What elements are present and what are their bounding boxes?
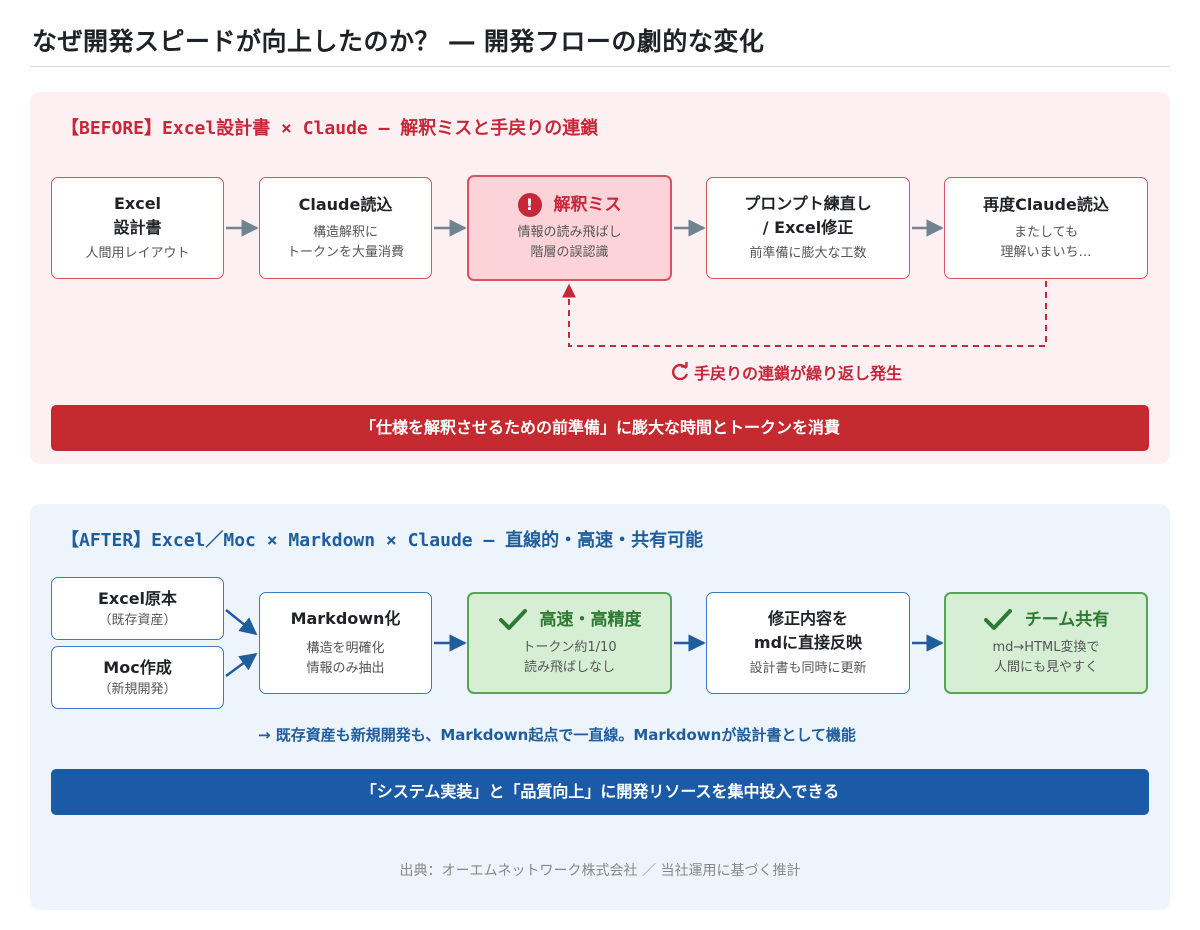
before-step-sub-line: 階層の誤認識 <box>530 245 609 260</box>
before-step-sub-line: またしても <box>1014 225 1078 240</box>
before-banner: 「仕様を解釈させるための前準備」に膨大な時間とトークンを消費 <box>51 405 1149 451</box>
after-step-sub: md→HTML変換で人間にも見やすく <box>993 638 1100 678</box>
before-step-misinterpretation: ! 解釈ミス 情報の読み飛ばし階層の誤認識 <box>467 175 672 281</box>
before-step-sub: 情報の読み飛ばし階層の誤認識 <box>517 223 621 263</box>
loop-label: 手戻りの連鎖が繰り返し発生 <box>670 360 902 384</box>
after-step-sub-line: md→HTML変換で <box>992 640 1100 655</box>
after-step-team-share: チーム共有 md→HTML変換で人間にも見やすく <box>944 592 1148 694</box>
before-connectors <box>226 219 1047 347</box>
after-step-sub-line: 構造を明確化 <box>306 641 385 656</box>
merge-arrow <box>225 609 258 636</box>
before-step-title: 解釈ミス <box>553 195 622 215</box>
after-source-sub: （新規開発） <box>98 681 177 697</box>
before-step-sub: 前準備に膨大な工数 <box>749 246 867 261</box>
before-step-sub: 人間用レイアウト <box>85 246 190 261</box>
after-source-moc: Moc作成 （新規開発） <box>51 646 224 709</box>
after-note: → 既存資産も新規開発も、Markdown起点で一直線。Markdownが設計書… <box>258 726 856 744</box>
loop-label-text: 手戻りの連鎖が繰り返し発生 <box>694 364 903 383</box>
before-step-sub-line: 情報の読み飛ばし <box>517 225 622 240</box>
before-step-sub: またしても理解いまいち… <box>1000 223 1091 263</box>
merge-arrow <box>225 652 258 678</box>
check-icon <box>983 609 1012 630</box>
after-step-sub: 設計書も同時に更新 <box>749 661 867 676</box>
before-step-claude-read: Claude読込 構造解釈にトークンを大量消費 <box>259 177 432 279</box>
after-step-title: mdに直接反映 <box>753 633 863 652</box>
before-step-title: 再度Claude読込 <box>983 195 1109 214</box>
title-divider <box>30 66 1170 67</box>
after-step-sub-line: 情報のみ抽出 <box>306 661 385 676</box>
after-step-sub: トークン約1/10 読み飛ばしなし <box>522 638 616 678</box>
after-step-direct-edit: 修正内容を mdに直接反映 設計書も同時に更新 <box>706 592 910 694</box>
after-heading: 【AFTER】Excel／Moc × Markdown × Claude ― 直… <box>61 530 704 551</box>
after-step-title: 修正内容を <box>767 609 848 628</box>
after-step-sub: 構造を明確化情報のみ抽出 <box>306 639 384 679</box>
after-source-title: Excel原本 <box>97 588 178 608</box>
after-step-markdown: Markdown化 構造を明確化情報のみ抽出 <box>259 592 432 694</box>
before-step-title: / Excel修正 <box>762 218 854 237</box>
after-step-title: 高速・高精度 <box>539 610 642 630</box>
before-step-excel: Excel 設計書 人間用レイアウト <box>51 177 224 279</box>
after-panel: 【AFTER】Excel／Moc × Markdown × Claude ― 直… <box>30 504 1170 910</box>
before-step-title: Claude読込 <box>298 195 393 214</box>
check-icon <box>498 609 527 630</box>
exclamation-icon: ! <box>517 193 542 217</box>
before-step-title: プロンプト練直し <box>744 194 872 213</box>
after-step-sub-line: トークン約1/10 <box>522 640 617 655</box>
before-heading: 【BEFORE】Excel設計書 × Claude ― 解釈ミスと手戻りの連鎖 <box>61 118 599 139</box>
after-source-sub: （既存資産） <box>98 612 177 628</box>
after-source-title: Moc作成 <box>103 657 172 677</box>
before-step-reread: 再度Claude読込 またしても理解いまいち… <box>944 177 1148 279</box>
after-step-sub-line: 人間にも見やすく <box>993 660 1098 675</box>
refresh-icon <box>671 362 688 381</box>
before-step-sub-line: 理解いまいち… <box>1000 245 1092 260</box>
page-title: なぜ開発スピードが向上したのか？ ― 開発フローの劇的な変化 <box>32 27 765 56</box>
before-panel: 【BEFORE】Excel設計書 × Claude ― 解釈ミスと手戻りの連鎖 … <box>30 92 1170 464</box>
after-source-excel: Excel原本 （既存資産） <box>51 577 224 640</box>
before-step-title: 設計書 <box>113 218 162 237</box>
source-note: 出典：オーエムネットワーク株式会社 ／ 当社運用に基づく推計 <box>399 863 801 879</box>
after-step-title: Markdown化 <box>290 609 401 628</box>
after-step-sub-line: 読み飛ばしなし <box>523 660 615 675</box>
before-step-sub-line: トークンを大量消費 <box>286 245 404 260</box>
before-step-prompt-rework: プロンプト練直し / Excel修正 前準備に膨大な工数 <box>706 177 910 279</box>
before-step-sub: 構造解釈にトークンを大量消費 <box>287 223 404 263</box>
after-banner: 「システム実装」と「品質向上」に開発リソースを集中投入できる <box>51 769 1149 815</box>
before-step-title: Excel <box>113 194 162 213</box>
loop-back-arrow <box>562 281 1047 347</box>
after-step-fast-accurate: 高速・高精度 トークン約1/10 読み飛ばしなし <box>467 592 672 694</box>
before-step-sub-line: 構造解釈に <box>312 225 378 240</box>
after-step-title: チーム共有 <box>1024 610 1110 630</box>
after-connectors <box>225 609 944 678</box>
